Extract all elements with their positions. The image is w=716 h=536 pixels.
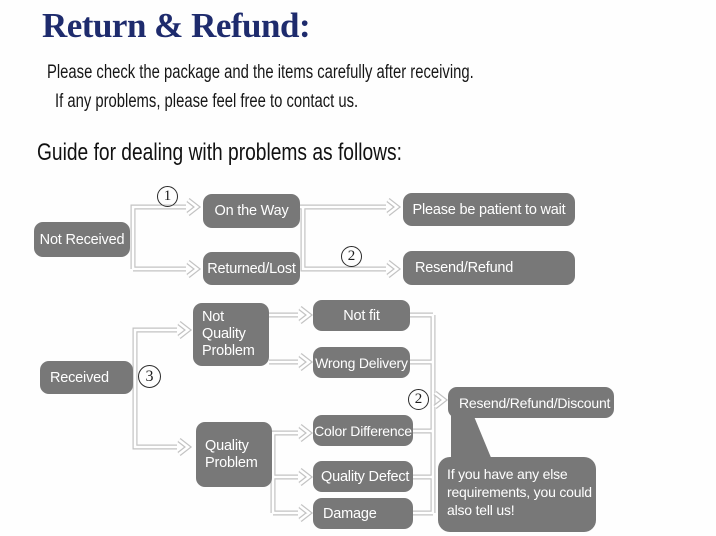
node-on-the-way: On the Way bbox=[203, 194, 300, 228]
step-2-bottom-badge: 2 bbox=[408, 389, 429, 410]
node-wrong-delivery: Wrong Delivery bbox=[313, 347, 410, 378]
callout-line: requirements, you could bbox=[447, 484, 592, 500]
node-resend-refund: Resend/Refund bbox=[403, 251, 575, 285]
intro-line-1: Please check the package and the items c… bbox=[47, 62, 474, 83]
node-not-fit: Not fit bbox=[313, 300, 410, 331]
node-label: Received bbox=[50, 369, 109, 386]
node-quality-problem: Quality Problem bbox=[196, 422, 272, 487]
node-label: Not bbox=[202, 309, 224, 325]
node-label: Quality bbox=[205, 437, 249, 454]
node-not-received: Not Received bbox=[34, 222, 130, 257]
node-label: Not Received bbox=[39, 231, 125, 248]
step-1-badge: 1 bbox=[157, 186, 178, 207]
node-resend-refund-discount: Resend/Refund/Discount bbox=[448, 387, 614, 418]
node-not-quality-problem: Not Quality Problem bbox=[193, 303, 269, 366]
page-title: Return & Refund: bbox=[42, 6, 311, 45]
guide-heading: Guide for dealing with problems as follo… bbox=[37, 139, 402, 166]
callout-bubble: If you have any else requirements, you c… bbox=[438, 457, 596, 532]
node-label: Quality bbox=[202, 326, 246, 342]
node-label: On the Way bbox=[214, 203, 289, 219]
node-label: Wrong Delivery bbox=[315, 354, 408, 371]
node-label: Color Difference bbox=[314, 422, 412, 439]
step-3-badge: 3 bbox=[138, 365, 161, 388]
node-label: Please be patient to wait bbox=[412, 201, 566, 218]
node-label: Returned/Lost bbox=[207, 260, 296, 277]
node-color-difference: Color Difference bbox=[313, 415, 413, 446]
node-label: Problem bbox=[205, 454, 258, 471]
intro-line-2: If any problems, please feel free to con… bbox=[55, 91, 359, 112]
node-label: Not fit bbox=[343, 307, 380, 324]
callout-line: If you have any else bbox=[447, 466, 568, 482]
node-quality-defect: Quality Defect bbox=[313, 461, 413, 492]
node-damage: Damage bbox=[313, 498, 413, 529]
node-label: Damage bbox=[323, 505, 377, 522]
step-2-top-badge: 2 bbox=[341, 246, 362, 267]
node-please-be-patient: Please be patient to wait bbox=[403, 193, 575, 226]
node-label: Problem bbox=[202, 343, 255, 359]
callout-line: also tell us! bbox=[447, 502, 515, 518]
node-received: Received bbox=[40, 361, 133, 394]
connector-core bbox=[131, 205, 435, 515]
node-label: Resend/Refund/Discount bbox=[459, 394, 611, 411]
arrowhead-core bbox=[178, 198, 447, 522]
callout-tail bbox=[451, 414, 492, 460]
node-label: Resend/Refund bbox=[415, 260, 514, 276]
node-returned-lost: Returned/Lost bbox=[203, 252, 300, 285]
node-label: Quality Defect bbox=[321, 468, 410, 485]
